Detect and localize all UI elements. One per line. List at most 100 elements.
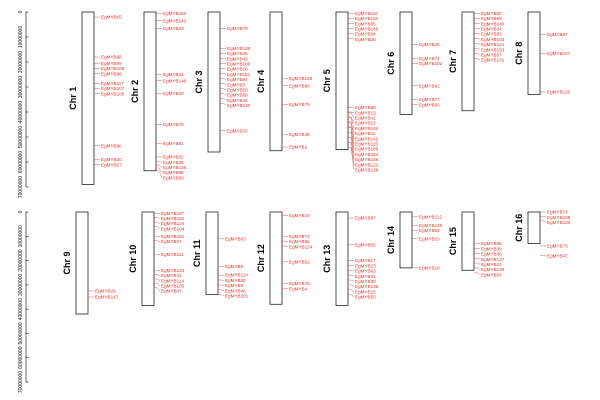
gene-label: EgMYB98 <box>101 55 122 60</box>
gene-label: EgMYB69 <box>481 16 502 21</box>
chromosome-label: Chr 9 <box>62 251 72 274</box>
gene-marker <box>348 112 355 118</box>
chromosome-bar <box>143 11 157 172</box>
gene-marker <box>220 63 227 65</box>
gene-label: EgMYB123 <box>161 268 185 273</box>
gene-marker <box>348 270 355 272</box>
axis-tick-label: 10000000 <box>18 26 24 48</box>
gene-label: EgMYB59 <box>163 175 184 180</box>
chromosome-label: Chr 16 <box>514 214 524 242</box>
gene-label: EgMYB151 <box>227 72 251 77</box>
gene-marker <box>348 137 355 160</box>
axis-tick-label: 20000000 <box>18 249 24 271</box>
gene-marker <box>154 221 161 224</box>
gene-label: EgMYB2 <box>289 145 308 150</box>
chromosome-2: Chr 2EgMYB150EgMYB143EgMYB43EgMYB31EgMYB… <box>130 11 187 181</box>
chromosome-12: Chr 12EgMYB19EgMYB73EgMYB56EgMYB124EgMYB… <box>256 211 313 305</box>
gene-label: EgMYB19 <box>289 213 310 218</box>
gene-label: EgMYB13 <box>355 110 376 115</box>
gene-marker <box>154 217 161 219</box>
chromosome-bar <box>461 11 475 112</box>
gene-label: EgMYB114 <box>481 42 504 47</box>
gene-label: EgMYB45 <box>227 51 248 56</box>
axis-tick-label: 0 <box>18 210 24 213</box>
axis-tick-label: 50000000 <box>18 322 24 344</box>
gene-label: EgMYB70 <box>227 26 248 31</box>
gene-label: EgMYB90 <box>289 83 310 88</box>
gene-label: EgMYB138 <box>163 165 187 170</box>
gene-label: EgMYB103 <box>481 37 505 42</box>
gene-marker <box>348 279 355 282</box>
gene-label: EgMYB23 <box>355 263 376 268</box>
gene-label: EgMYB109 <box>547 215 571 220</box>
gene-label: EgMYB17 <box>355 258 376 263</box>
gene-label: EgMYB57 <box>101 162 122 167</box>
gene-label: EgMYB89 <box>355 105 376 110</box>
gene-label: EgMYB77 <box>419 97 440 102</box>
gene-label: EgMYB30 <box>355 279 376 284</box>
gene-label: EgMYB40 <box>163 91 184 96</box>
gene-marker <box>220 98 227 101</box>
axis-tick-label: 40000000 <box>18 101 24 123</box>
gene-label: EgMYB21 <box>355 274 376 279</box>
chromosome-label: Chr 11 <box>192 240 202 268</box>
gene-marker <box>474 262 481 265</box>
gene-label: EgMYB52 <box>289 259 310 264</box>
gene-label: EgMYB102 <box>419 61 443 66</box>
gene-label: EgMYB67 <box>547 32 568 37</box>
gene-label: EgMYB128 <box>481 267 505 272</box>
gene-label: EgMYB62 <box>419 83 440 88</box>
gene-label: EgMYB55 <box>355 242 376 247</box>
gene-marker <box>474 28 481 30</box>
gene-marker <box>348 132 355 155</box>
axis-tick-label: 70000000 <box>18 176 24 198</box>
gene-label: EgMYB129 <box>289 76 313 81</box>
gene-label: EgMYB117 <box>101 81 124 86</box>
gene-marker <box>218 284 225 286</box>
gene-label: EgMYB57 <box>481 52 502 57</box>
gene-label: EgMYB27 <box>161 239 182 244</box>
gene-label: EgMYB29 <box>95 289 116 294</box>
gene-marker <box>474 272 481 275</box>
chromosome-bar <box>207 11 221 153</box>
gene-label: EgMYB4 <box>289 286 308 291</box>
chromosome-bar <box>75 211 89 315</box>
gene-label: EgMYB60 <box>227 87 248 92</box>
chromosome-bar <box>461 211 475 271</box>
gene-label: EgMYB150 <box>163 11 187 16</box>
chromosome-label: Chr 10 <box>128 245 138 273</box>
chromosome-14: Chr 14EgMYB112EgMYB146EgMYB84EgMYB53EgMY… <box>386 211 443 270</box>
axis-tick-label: 50000000 <box>18 126 24 148</box>
chromosome-5: Chr 5EgMYB110EgMYB116EgMYB65EgMYB145EgMY… <box>322 11 379 173</box>
gene-label: EgMYB143 <box>163 18 187 23</box>
gene-label: EgMYB147 <box>95 295 119 300</box>
gene-marker <box>220 88 227 91</box>
gene-marker <box>474 38 481 40</box>
chromosome-bar <box>269 211 283 305</box>
gene-marker <box>282 245 289 247</box>
gene-label: EgMYB65 <box>355 21 376 26</box>
gene-label: EgMYB64 <box>355 32 376 37</box>
chromosome-bar <box>527 11 541 95</box>
gene-marker <box>154 287 161 292</box>
gene-label: EgMYB50 <box>355 295 376 300</box>
gene-label: EgMYB112 <box>419 214 442 219</box>
gene-marker <box>154 278 161 281</box>
gene-marker <box>348 126 355 144</box>
gene-label: EgMYB79 <box>289 102 310 107</box>
gene-label: EgMYB28 <box>355 37 376 42</box>
gene-marker <box>348 38 355 40</box>
gene-marker <box>220 68 227 70</box>
gene-label: EgMYB94 <box>227 77 248 82</box>
chromosome-bar <box>141 211 155 306</box>
chromosome-label: Chr 8 <box>514 42 524 65</box>
gene-label: EgMYB116 <box>355 16 378 21</box>
chromosomes: Chr 1EgMYB65EgMYB98EgMYB99EgMYB108EgMYB8… <box>62 11 571 315</box>
gene-marker <box>474 53 481 56</box>
gene-label: EgMYB87 <box>355 216 376 221</box>
gene-label: EgMYB124 <box>161 221 185 226</box>
gene-label: EgMYB3 <box>227 82 246 87</box>
